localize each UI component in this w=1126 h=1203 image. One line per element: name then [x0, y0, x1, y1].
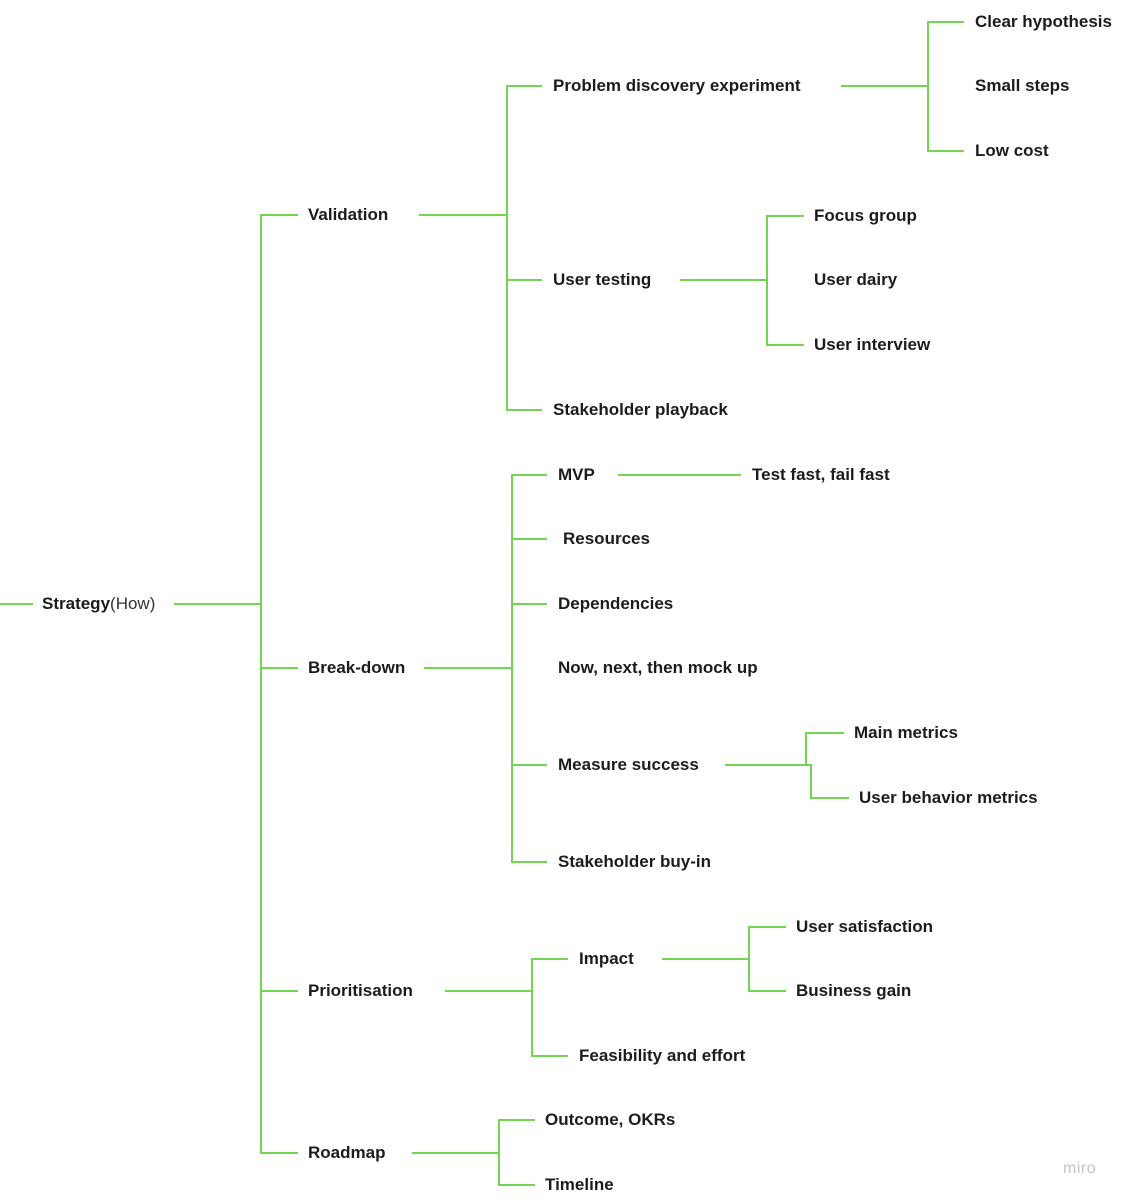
node-user-testing[interactable]: User testing [553, 270, 652, 289]
node-test-fast-fail-fast[interactable]: Test fast, fail fast [752, 465, 890, 484]
node-clear-hypothesis[interactable]: Clear hypothesis [975, 12, 1112, 31]
miro-watermark: miro [1063, 1160, 1097, 1177]
node-timeline[interactable]: Timeline [545, 1175, 614, 1194]
node-stakeholder-playback[interactable]: Stakeholder playback [553, 400, 728, 419]
node-roadmap[interactable]: Roadmap [308, 1143, 386, 1162]
node-low-cost[interactable]: Low cost [975, 141, 1049, 160]
node-now-next-then-mock-up[interactable]: Now, next, then mock up [558, 658, 758, 677]
node-impact[interactable]: Impact [579, 949, 634, 968]
node-user-behavior-metrics[interactable]: User behavior metrics [859, 788, 1038, 807]
node-strategy[interactable]: Strategy(How) [42, 594, 155, 614]
node-strategy-suffix: (How) [110, 594, 156, 613]
node-mvp[interactable]: MVP [558, 465, 595, 484]
node-problem-discovery-experiment[interactable]: Problem discovery experiment [553, 76, 801, 95]
node-stakeholder-buy-in[interactable]: Stakeholder buy-in [558, 852, 712, 871]
node-strategy-label: Strategy [42, 594, 111, 613]
node-business-gain[interactable]: Business gain [796, 981, 912, 1000]
node-focus-group[interactable]: Focus group [814, 206, 917, 225]
node-feasibility-and-effort[interactable]: Feasibility and effort [579, 1046, 746, 1065]
node-validation[interactable]: Validation [308, 205, 389, 224]
node-resources[interactable]: Resources [563, 529, 650, 548]
node-user-dairy[interactable]: User dairy [814, 270, 898, 289]
node-outcome-okrs[interactable]: Outcome, OKRs [545, 1110, 676, 1129]
node-user-satisfaction[interactable]: User satisfaction [796, 917, 933, 936]
node-small-steps[interactable]: Small steps [975, 76, 1070, 95]
node-user-interview[interactable]: User interview [814, 335, 931, 354]
node-prioritisation[interactable]: Prioritisation [308, 981, 413, 1000]
node-measure-success[interactable]: Measure success [558, 755, 699, 774]
node-dependencies[interactable]: Dependencies [558, 594, 674, 613]
node-main-metrics[interactable]: Main metrics [854, 723, 958, 742]
node-break-down[interactable]: Break-down [308, 658, 406, 677]
